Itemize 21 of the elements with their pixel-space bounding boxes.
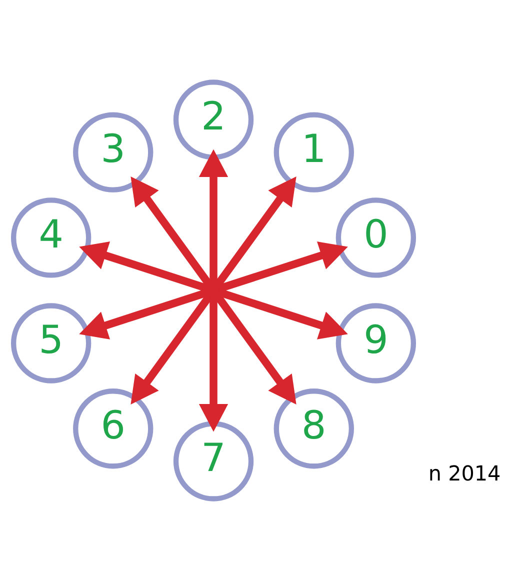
arrow — [198, 296, 228, 432]
arrow — [218, 242, 348, 292]
arrow — [79, 288, 210, 340]
node-circle: 6 — [73, 388, 154, 469]
node-circle: 5 — [10, 303, 92, 384]
arrow — [214, 176, 296, 288]
arrow — [79, 242, 210, 292]
node-circle: 9 — [336, 303, 416, 384]
arrow — [218, 288, 348, 340]
arrow — [198, 149, 228, 285]
node-circle: 3 — [73, 112, 154, 192]
arrow — [130, 292, 214, 404]
arrow — [214, 292, 296, 404]
label: n 2014 — [428, 461, 501, 486]
node-circle: 4 — [10, 198, 92, 278]
node-circle: 7 — [173, 421, 254, 502]
node-circle: 8 — [274, 388, 354, 469]
node-circle: 1 — [274, 112, 354, 192]
node-circle: 2 — [173, 80, 254, 160]
arrow — [130, 176, 214, 288]
node-circle: 0 — [336, 198, 416, 278]
